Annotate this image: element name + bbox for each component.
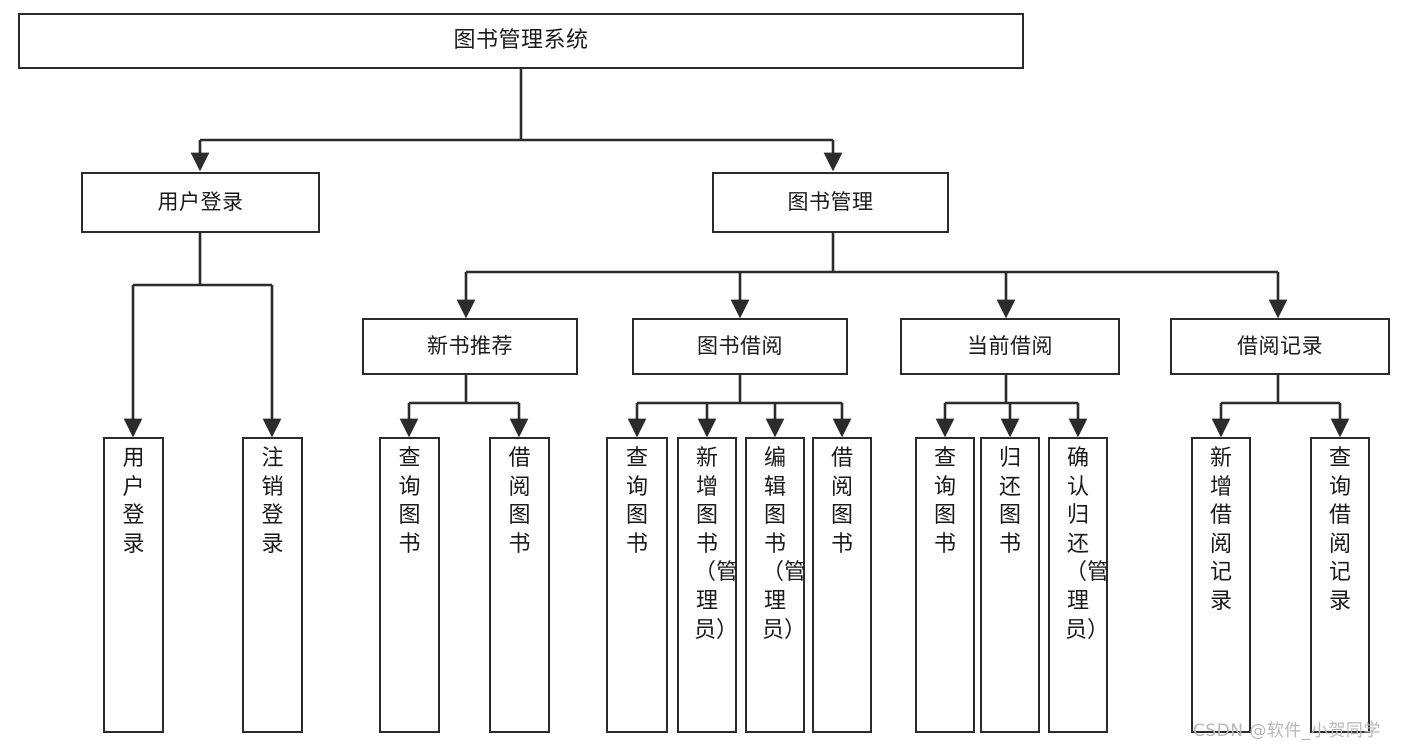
node-leaf-query-book-1[interactable]: 查询图书: [379, 437, 440, 733]
node-leaf-query-record-label: 查询借阅记录: [1328, 446, 1351, 614]
node-book-borrow-label: 图书借阅: [697, 334, 783, 359]
node-leaf-query-book-2[interactable]: 查询图书: [606, 437, 668, 733]
node-root[interactable]: 图书管理系统: [18, 13, 1024, 69]
node-leaf-add-record[interactable]: 新增借阅记录: [1191, 437, 1251, 733]
node-current-borrow[interactable]: 当前借阅: [900, 318, 1120, 375]
csdn-watermark: CSDN @软件_小贺同学: [1193, 721, 1381, 741]
node-leaf-query-book-2-label: 查询图书: [625, 446, 648, 557]
node-leaf-logout[interactable]: 注销登录: [242, 437, 303, 733]
node-leaf-add-record-label: 新增借阅记录: [1209, 446, 1232, 614]
node-user-login[interactable]: 用户登录: [81, 172, 320, 233]
node-leaf-borrow-book-2[interactable]: 借阅图书: [812, 437, 872, 733]
node-leaf-confirm-return[interactable]: 确认归还（管理员）: [1048, 437, 1110, 733]
node-leaf-add-book[interactable]: 新增图书（管理员）: [677, 437, 739, 733]
node-leaf-borrow-book-2-label: 借阅图书: [830, 446, 853, 557]
node-current-borrow-label: 当前借阅: [967, 334, 1053, 359]
node-leaf-borrow-book-1-label: 借阅图书: [508, 446, 531, 557]
node-leaf-edit-book-label: 编辑图书（管理员）: [762, 446, 807, 643]
node-user-login-label: 用户登录: [157, 190, 244, 215]
node-leaf-user-login-label: 用户登录: [122, 446, 145, 557]
node-book-manage[interactable]: 图书管理: [712, 172, 949, 233]
node-leaf-query-book-3-label: 查询图书: [933, 446, 956, 557]
node-leaf-add-book-label: 新增图书（管理员）: [694, 446, 739, 643]
node-leaf-return-book-label: 归还图书: [998, 446, 1021, 557]
node-leaf-borrow-book-1[interactable]: 借阅图书: [489, 437, 550, 733]
node-leaf-confirm-return-label: 确认归还（管理员）: [1065, 446, 1110, 643]
node-leaf-user-login[interactable]: 用户登录: [103, 437, 164, 733]
node-new-book-rec[interactable]: 新书推荐: [362, 318, 578, 375]
node-leaf-edit-book[interactable]: 编辑图书（管理员）: [745, 437, 807, 733]
node-borrow-record-label: 借阅记录: [1237, 334, 1323, 359]
node-leaf-query-record[interactable]: 查询借阅记录: [1310, 437, 1370, 733]
node-leaf-return-book[interactable]: 归还图书: [980, 437, 1040, 733]
node-leaf-query-book-3[interactable]: 查询图书: [915, 437, 975, 733]
node-new-book-rec-label: 新书推荐: [427, 334, 513, 359]
node-book-borrow[interactable]: 图书借阅: [632, 318, 848, 375]
node-leaf-logout-label: 注销登录: [261, 446, 284, 557]
node-book-manage-label: 图书管理: [787, 190, 874, 215]
node-borrow-record[interactable]: 借阅记录: [1170, 318, 1390, 375]
node-root-label: 图书管理系统: [453, 28, 589, 54]
node-leaf-query-book-1-label: 查询图书: [398, 446, 421, 557]
